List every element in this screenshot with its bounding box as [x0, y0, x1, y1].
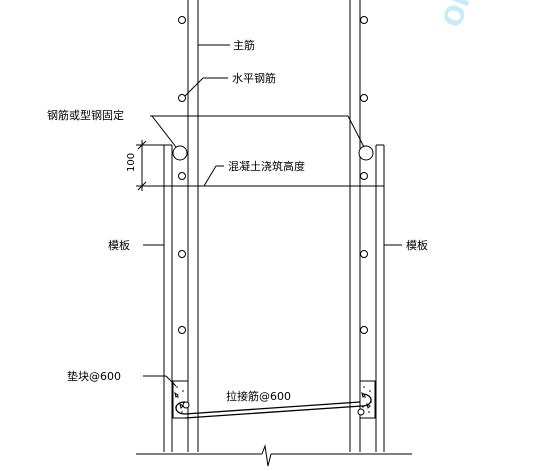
label-pour-height: 混凝土浇筑高度	[228, 159, 305, 173]
rebar-dot	[178, 172, 186, 180]
fixing-bar-left	[172, 145, 188, 161]
callout-fixing: 钢筋或型钢固定	[47, 108, 365, 148]
main-rebar-left	[187, 0, 199, 452]
rebar-dot	[360, 172, 368, 180]
label-main-rebar: 主筋	[233, 38, 255, 52]
dimension-100-text: 100	[126, 153, 137, 172]
formwork-left	[163, 144, 173, 452]
tie-bar	[175, 393, 372, 419]
callout-pour-height: 混凝土浇筑高度	[203, 159, 305, 187]
rebar-dot	[178, 326, 186, 334]
callout-horizontal-rebar: 水平钢筋	[184, 71, 276, 97]
rebar-dot	[360, 94, 368, 102]
rebar-dot	[360, 16, 368, 24]
watermark-text: ON	[438, 0, 481, 31]
label-formwork-left: 模板	[108, 238, 130, 252]
callout-formwork-right: 模板	[384, 238, 428, 252]
label-horizontal-rebar: 水平钢筋	[232, 71, 276, 85]
rebar-dot	[178, 16, 186, 24]
fixing-bar-right	[358, 145, 374, 161]
callout-tie-bar: 拉接筋@600	[226, 389, 291, 403]
spacer-block-right	[359, 380, 376, 419]
main-rebar-right	[349, 0, 361, 452]
rebar-dot	[360, 250, 368, 258]
formwork-right	[375, 144, 385, 452]
label-spacer-block: 垫块@600	[67, 369, 121, 383]
callout-main-rebar: 主筋	[198, 38, 255, 52]
callout-spacer-block: 垫块@600	[67, 369, 177, 387]
rebar-dot	[178, 94, 186, 102]
rebar-dot	[178, 250, 186, 258]
label-formwork-right: 模板	[406, 238, 428, 252]
label-tie-bar: 拉接筋@600	[226, 389, 291, 403]
rebar-dot	[360, 326, 368, 334]
horizontal-rebar-circles	[178, 16, 368, 334]
ground-break-line	[136, 444, 412, 467]
label-fixing-note: 钢筋或型钢固定	[47, 108, 124, 122]
spacer-block-left	[172, 380, 189, 419]
dimension-100: 100	[126, 140, 164, 191]
callout-formwork-left: 模板	[108, 238, 164, 252]
